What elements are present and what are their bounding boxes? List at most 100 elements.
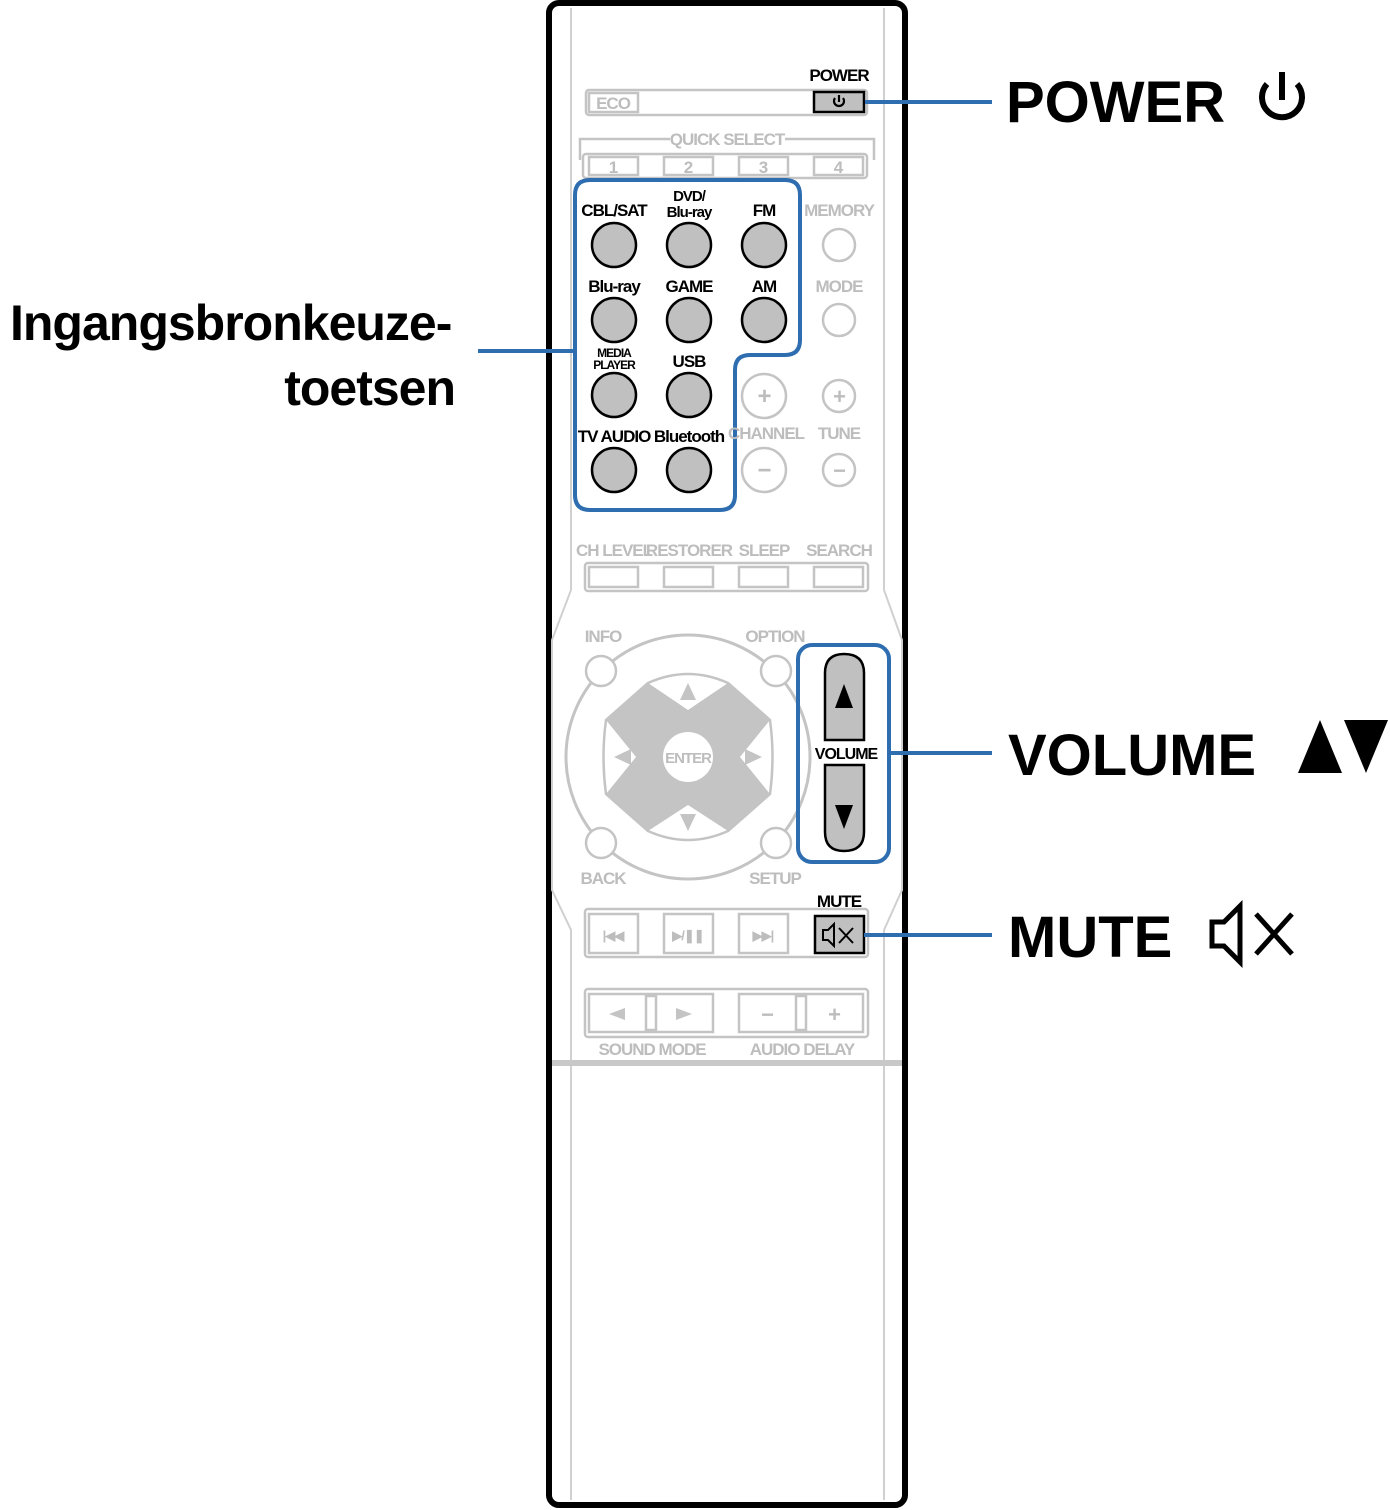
svg-text:|◀◀: |◀◀ xyxy=(603,928,626,943)
dvd-bluray-button[interactable] xyxy=(665,221,713,269)
ch-level-label: CH LEVEL xyxy=(576,541,653,560)
triangle-down-icon-large xyxy=(1344,720,1388,773)
tune-down-button[interactable]: − xyxy=(821,452,857,488)
enter-button[interactable] xyxy=(663,732,713,782)
source-label-am: AM xyxy=(752,277,777,296)
source-label-player: PLAYER xyxy=(593,358,636,372)
back-button[interactable] xyxy=(584,826,618,860)
volume-callout-label: VOLUME xyxy=(1008,723,1256,788)
setup-label: SETUP xyxy=(749,869,801,888)
sound-mode-right-icon xyxy=(676,1008,692,1020)
svg-text:▶/❚❚: ▶/❚❚ xyxy=(671,928,703,944)
quick-select-3[interactable]: 3 xyxy=(737,155,790,177)
next-button[interactable]: ▶▶| xyxy=(737,912,790,955)
dpad-right-button[interactable] xyxy=(745,749,762,765)
dpad-left-button[interactable] xyxy=(614,749,631,765)
cbl-sat-button[interactable] xyxy=(590,221,638,269)
sleep-button[interactable] xyxy=(737,565,790,589)
restorer-button[interactable] xyxy=(662,565,715,589)
input-callout-line2: toetsen xyxy=(284,360,455,416)
dpad-down-button[interactable] xyxy=(680,814,696,831)
back-label: BACK xyxy=(580,869,627,888)
remote-inner-outline xyxy=(551,8,903,1500)
tune-up-button[interactable]: + xyxy=(821,378,857,414)
volume-label: VOLUME xyxy=(815,746,879,763)
svg-text:2: 2 xyxy=(684,158,693,177)
eco-button[interactable] xyxy=(587,91,640,114)
info-button[interactable] xyxy=(584,654,618,688)
bluetooth-button[interactable] xyxy=(665,446,713,494)
source-label-game: GAME xyxy=(666,277,714,296)
setup-button[interactable] xyxy=(759,826,793,860)
svg-text:+: + xyxy=(757,383,771,410)
audio-delay-minus: − xyxy=(761,1002,773,1027)
function-row-frame xyxy=(583,561,870,593)
mode-button[interactable] xyxy=(821,302,857,338)
volume-down-button[interactable] xyxy=(823,763,866,853)
source-label-usb: USB xyxy=(673,352,707,371)
eco-label: ECO xyxy=(596,94,631,113)
nav-ring xyxy=(564,633,812,881)
power-button[interactable] xyxy=(812,90,866,114)
sound-mode-label: SOUND MODE xyxy=(598,1040,706,1059)
audio-delay-label: AUDIO DELAY xyxy=(750,1040,856,1059)
triangle-up-icon xyxy=(835,684,853,708)
power-label: POWER xyxy=(809,66,869,85)
triangle-down-icon xyxy=(835,805,853,829)
previous-button[interactable]: |◀◀ xyxy=(587,912,640,955)
ch-level-button[interactable] xyxy=(587,565,640,589)
volume-up-button[interactable] xyxy=(823,652,866,742)
source-label-tv-audio: TV AUDIO xyxy=(578,427,651,446)
dpad-up-button[interactable] xyxy=(680,683,696,700)
am-button[interactable] xyxy=(740,296,788,344)
quick-select-1[interactable]: 1 xyxy=(587,155,640,177)
svg-text:−: − xyxy=(757,457,771,484)
channel-label: CHANNEL xyxy=(728,424,805,443)
bluray-button[interactable] xyxy=(590,296,638,344)
svg-text:3: 3 xyxy=(759,158,768,177)
usb-button[interactable] xyxy=(665,371,713,419)
quick-select-frame xyxy=(578,137,876,160)
memory-button[interactable] xyxy=(821,227,857,263)
triangle-up-icon-large xyxy=(1298,720,1342,773)
channel-up-button[interactable]: + xyxy=(740,372,788,420)
mute-label: MUTE xyxy=(817,892,862,911)
channel-down-button[interactable]: − xyxy=(740,446,788,494)
sound-delay-frame xyxy=(583,987,870,1039)
source-label-bluray: Blu-ray xyxy=(588,277,641,296)
fm-button[interactable] xyxy=(740,221,788,269)
mode-label: MODE xyxy=(816,277,864,296)
quick-select-2[interactable]: 2 xyxy=(662,155,715,177)
power-icon-large xyxy=(1259,72,1305,121)
tv-audio-button[interactable] xyxy=(590,446,638,494)
quick-select-label: QUICK SELECT xyxy=(670,130,786,149)
remote-divider xyxy=(552,1060,902,1066)
source-label-media: MEDIA xyxy=(597,346,632,360)
restorer-label: RESTORER xyxy=(646,541,733,560)
media-player-button[interactable] xyxy=(590,371,638,419)
source-label-dvd-bluray: Blu-ray xyxy=(667,204,713,221)
mute-callout-label: MUTE xyxy=(1008,905,1172,970)
mute-icon xyxy=(822,921,854,949)
source-label-dvd: DVD/ xyxy=(673,188,707,205)
search-button[interactable] xyxy=(812,565,865,589)
input-source-highlight xyxy=(573,178,802,512)
quick-select-4[interactable]: 4 xyxy=(812,155,865,177)
svg-text:+: + xyxy=(833,384,845,409)
mute-icon-large xyxy=(1209,899,1294,969)
tune-label: TUNE xyxy=(818,424,861,443)
svg-text:▶▶|: ▶▶| xyxy=(752,928,774,943)
option-button[interactable] xyxy=(759,654,793,688)
play-pause-button[interactable]: ▶/❚❚ xyxy=(662,912,715,955)
audio-delay-plus: + xyxy=(828,1002,840,1027)
info-label: INFO xyxy=(585,627,622,646)
game-button[interactable] xyxy=(665,296,713,344)
power-icon xyxy=(832,95,846,108)
sound-mode-left-icon xyxy=(609,1008,625,1020)
source-label-cbl-sat: CBL/SAT xyxy=(581,201,648,220)
mute-button[interactable] xyxy=(813,914,866,955)
svg-text:4: 4 xyxy=(834,158,844,177)
audio-delay-divider xyxy=(794,994,808,1032)
source-label-fm: FM xyxy=(753,201,776,220)
